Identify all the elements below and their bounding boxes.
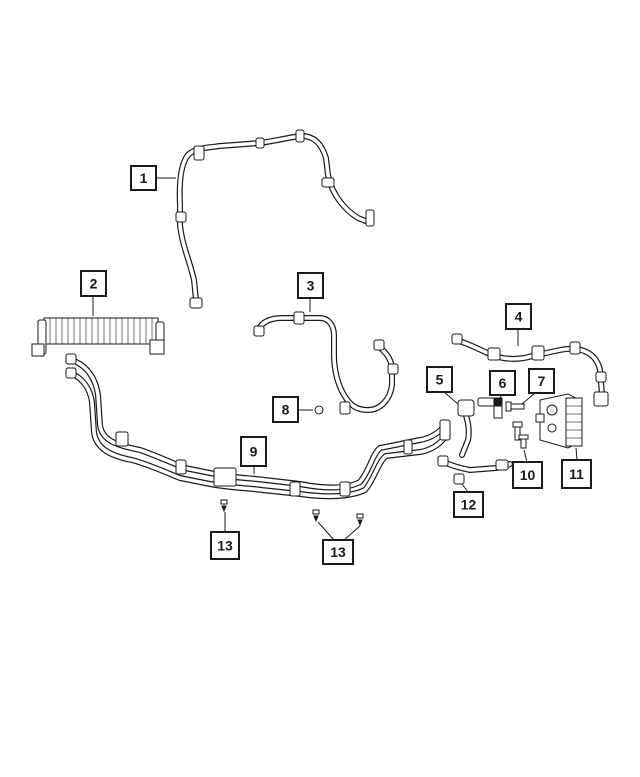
callout-3: 3 [297,272,324,299]
callout-5: 5 [426,366,453,393]
callout-10: 10 [512,461,543,489]
fitting-part-5 [457,397,499,458]
cooler-part-2 [31,317,165,357]
callout-13-right: 13 [322,539,354,565]
callout-label: 10 [520,467,536,483]
callout-11: 11 [561,459,592,489]
callout-label: 4 [515,309,523,325]
callout-13-left: 13 [210,531,240,560]
callout-label: 11 [569,466,584,482]
callout-6: 6 [489,370,516,396]
callout-9: 9 [240,436,267,467]
sensor-part-6 [493,397,503,419]
hose-part-1 [175,129,375,309]
callout-7: 7 [528,368,555,394]
callout-label: 13 [330,544,346,560]
line-part-12 [437,455,513,485]
callout-label: 1 [140,170,148,186]
callout-label: 5 [436,372,444,388]
callout-label: 13 [217,538,233,554]
fitting-part-8 [314,405,324,415]
hose-part-3 [253,311,399,415]
callout-4: 4 [505,303,532,330]
module-part-11 [535,393,583,449]
callout-label: 12 [461,497,477,513]
callout-label: 9 [250,444,258,460]
callout-label: 6 [499,375,507,391]
callout-12: 12 [453,491,484,518]
callout-1: 1 [130,165,157,191]
lines-part-9 [65,353,451,500]
callout-label: 8 [282,402,290,418]
callout-label: 2 [90,276,98,292]
leader-lines [92,177,578,541]
callout-label: 3 [307,278,315,294]
fasteners-part-13 [220,499,364,527]
bolt-part-7 [505,401,525,412]
callout-8: 8 [272,396,299,423]
bolts-part-10 [512,421,529,449]
line-part-4 [451,333,609,407]
callout-2: 2 [80,270,107,297]
callout-label: 7 [538,373,546,389]
